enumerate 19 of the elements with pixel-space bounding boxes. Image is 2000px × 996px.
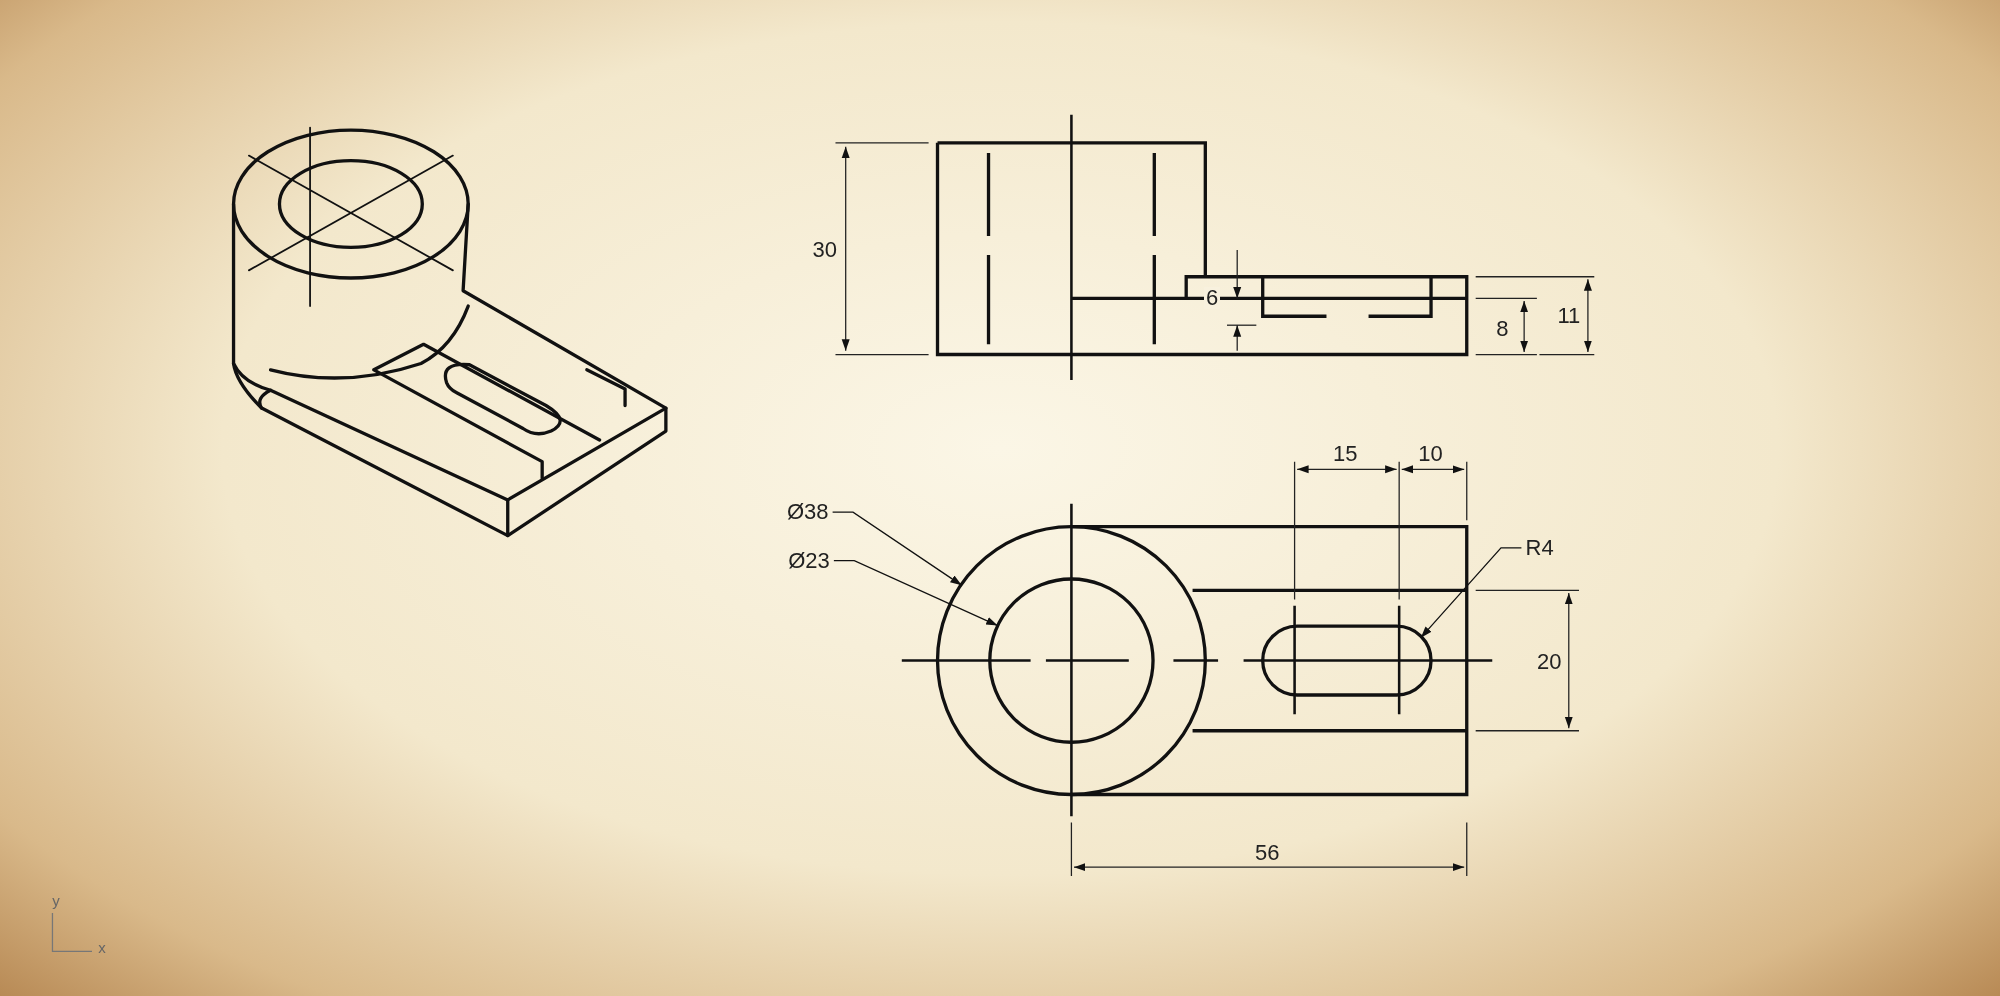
leader-line	[1420, 547, 1523, 639]
leader-line	[831, 511, 963, 586]
leader-line	[833, 560, 999, 627]
outer-circle	[935, 525, 1207, 797]
axis-label: y	[52, 892, 60, 908]
dimension-value: 6	[1204, 287, 1221, 309]
callout-label: Ø38	[787, 501, 829, 524]
dimension-value: 8	[1496, 317, 1509, 340]
dimension-value: 30	[812, 238, 837, 261]
axis-label: x	[98, 940, 106, 956]
dimension-value: 15	[1332, 442, 1358, 465]
callout-label: R4	[1525, 537, 1554, 559]
dimension-value: 10	[1418, 442, 1443, 465]
dimension-value: 20	[1537, 650, 1562, 673]
slot-outline	[1261, 624, 1433, 697]
bore-circle	[988, 577, 1155, 744]
dimension-value: 11	[1557, 304, 1581, 327]
dimension-value: 56	[1255, 841, 1280, 864]
callout-label: Ø23	[788, 549, 830, 572]
